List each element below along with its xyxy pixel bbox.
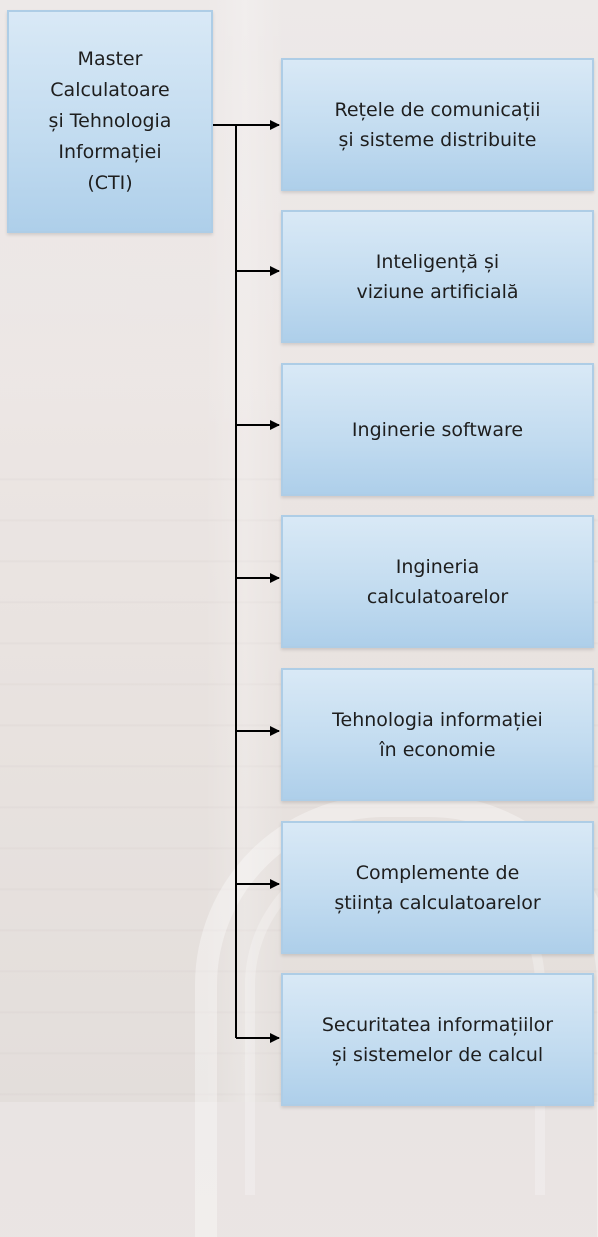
- program-box-securitatea: Securitatea informațiilor și sistemelor …: [281, 973, 594, 1106]
- program-label: Inginerie software: [352, 415, 523, 445]
- master-title: Master Calculatoare și Tehnologia Inform…: [49, 44, 172, 199]
- program-label-line: și sisteme distribuite: [338, 128, 537, 151]
- program-label-line: viziune artificială: [356, 280, 519, 303]
- program-label-line: Rețele de comunicații: [334, 98, 541, 121]
- program-label: Complemente de știința calculatoarelor: [334, 858, 540, 918]
- program-label-line: Tehnologia informației: [332, 708, 543, 731]
- master-title-line: Calculatoare: [50, 79, 170, 101]
- master-title-line: Master: [77, 48, 143, 70]
- program-label: Securitatea informațiilor și sistemelor …: [322, 1010, 553, 1070]
- program-label-line: Inginerie software: [351, 418, 524, 441]
- master-title-line: și Tehnologia: [48, 110, 172, 132]
- program-label-line: știința calculatoarelor: [334, 891, 541, 914]
- program-box-retele: Rețele de comunicații și sisteme distrib…: [281, 58, 594, 191]
- program-box-inginerie-software: Inginerie software: [281, 363, 594, 496]
- program-label: Inteligență și viziune artificială: [356, 247, 518, 307]
- program-label-line: în economie: [379, 738, 496, 761]
- master-title-line: (CTI): [87, 172, 133, 194]
- program-box-tehnologia-informatiei: Tehnologia informației în economie: [281, 668, 594, 801]
- master-title-line: Informației: [58, 141, 162, 163]
- program-label-line: Ingineria: [395, 555, 480, 578]
- program-label-line: și sistemelor de calcul: [331, 1043, 544, 1066]
- program-label-line: calculatoarelor: [366, 585, 509, 608]
- program-box-inteligenta: Inteligență și viziune artificială: [281, 210, 594, 343]
- program-label: Ingineria calculatoarelor: [367, 552, 508, 612]
- connector-lines: [213, 120, 280, 1043]
- program-label-line: Complemente de: [355, 861, 520, 884]
- program-label: Rețele de comunicații și sisteme distrib…: [334, 95, 540, 155]
- program-label: Tehnologia informației în economie: [332, 705, 543, 765]
- program-box-complemente: Complemente de știința calculatoarelor: [281, 821, 594, 954]
- master-program-box: Master Calculatoare și Tehnologia Inform…: [7, 10, 213, 233]
- program-label-line: Inteligență și: [375, 250, 500, 273]
- program-label-line: Securitatea informațiilor: [321, 1013, 554, 1036]
- program-box-ingineria-calculatoarelor: Ingineria calculatoarelor: [281, 515, 594, 648]
